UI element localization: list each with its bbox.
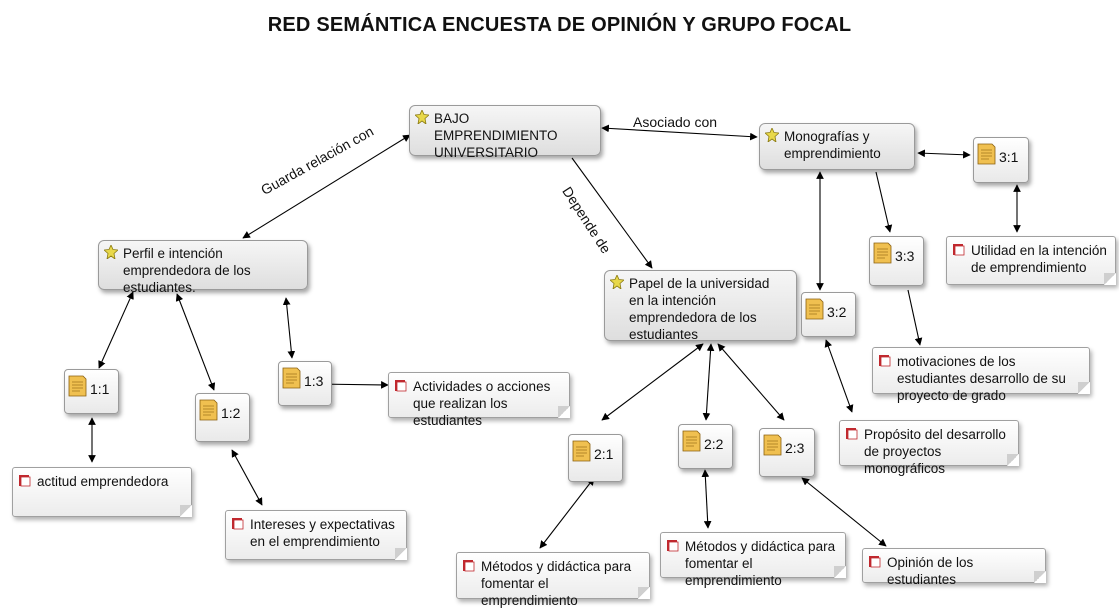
- document-2-1[interactable]: 2:1: [568, 434, 623, 482]
- code-label: BAJO EMPRENDIMIENTO UNIVERSITARIO: [434, 111, 558, 160]
- quote-label: motivaciones de los estudiantes desarrol…: [897, 354, 1066, 403]
- link-bajo-perfil: [242, 134, 411, 239]
- document-icon: [572, 440, 591, 462]
- code-label: Monografías y emprendimiento: [784, 129, 881, 161]
- link-d22-metodos2: [701, 469, 712, 529]
- document-2-2[interactable]: 2:2: [678, 424, 733, 469]
- document-1-1[interactable]: 1:1: [64, 369, 119, 414]
- document-icon: [282, 367, 301, 389]
- quote-opinion[interactable]: Opinión de los estudiantes: [862, 548, 1046, 587]
- code-monografias[interactable]: Monografías y emprendimiento: [759, 123, 915, 170]
- quote-actitud[interactable]: actitud emprendedora: [12, 467, 192, 517]
- link-d32-proposito: [824, 339, 854, 413]
- relation-label-asociado: Asociado con: [633, 114, 718, 130]
- quote-label: Intereses y expectativas en el emprendim…: [250, 517, 395, 549]
- document-1-3[interactable]: 1:3: [278, 361, 332, 406]
- quote-icon: [232, 518, 244, 530]
- quote-icon: [667, 540, 679, 552]
- quote-icon: [869, 556, 881, 568]
- link-d33-motivaciones: [907, 289, 923, 346]
- link-perfil-d13: [282, 297, 296, 359]
- document-label: 1:1: [90, 381, 110, 397]
- quote-icon: [463, 560, 475, 572]
- document-icon: [805, 298, 824, 320]
- quote-icon: [846, 428, 858, 440]
- document-label: 3:2: [827, 304, 847, 320]
- code-bajo-emprendimiento[interactable]: BAJO EMPRENDIMIENTO UNIVERSITARIO: [409, 105, 601, 160]
- diagram-title: RED SEMÁNTICA ENCUESTA DE OPINIÓN Y GRUP…: [267, 14, 852, 36]
- link-d21-metodos1: [539, 477, 595, 549]
- quote-icon: [879, 355, 891, 367]
- quote-label: Actividades o acciones que realizan los …: [413, 379, 551, 428]
- link-perfil-d11: [98, 291, 134, 369]
- code-papel[interactable]: Papel de la universidad en la intención …: [604, 270, 797, 342]
- document-icon: [873, 242, 892, 264]
- document-1-2[interactable]: 1:2: [195, 393, 250, 442]
- code-star-icon: [104, 245, 118, 259]
- document-label: 3:3: [895, 248, 915, 264]
- quote-actividades[interactable]: Actividades o acciones que realizan los …: [388, 372, 570, 428]
- quote-label: Utilidad en la intención de emprendimien…: [971, 243, 1107, 275]
- code-star-icon: [415, 110, 429, 124]
- document-label: 2:3: [785, 440, 805, 456]
- link-perfil-d12: [175, 293, 216, 391]
- document-2-3[interactable]: 2:3: [759, 428, 815, 477]
- quote-label: Opinión de los estudiantes: [887, 555, 974, 587]
- quote-label: actitud emprendedora: [37, 474, 169, 489]
- document-icon: [763, 434, 782, 456]
- quote-label: Propósito del desarrollo de proyectos mo…: [864, 427, 1006, 476]
- document-label: 1:2: [221, 405, 241, 421]
- code-label: Papel de la universidad en la intención …: [629, 276, 770, 342]
- link-bajo-papel: [571, 157, 653, 269]
- link-d23-opinion: [801, 477, 887, 547]
- quote-metodos-2[interactable]: Métodos y didáctica para fomentar el emp…: [660, 532, 846, 588]
- document-3-1[interactable]: 3:1: [973, 137, 1029, 183]
- quote-intereses[interactable]: Intereses y expectativas en el emprendim…: [225, 510, 407, 560]
- link-d12-intereses: [231, 449, 263, 506]
- code-star-icon: [765, 128, 779, 142]
- document-3-2[interactable]: 3:2: [801, 292, 856, 337]
- document-label: 2:2: [704, 436, 724, 452]
- quote-icon: [395, 380, 407, 392]
- code-perfil[interactable]: Perfil e intención emprendedora de los e…: [98, 240, 308, 295]
- link-bajo-mono: [601, 124, 758, 141]
- quote-icon: [19, 475, 31, 487]
- quote-motivaciones[interactable]: motivaciones de los estudiantes desarrol…: [872, 347, 1090, 403]
- quote-proposito[interactable]: Propósito del desarrollo de proyectos mo…: [839, 420, 1019, 476]
- document-label: 3:1: [999, 149, 1019, 165]
- quote-label: Métodos y didáctica para fomentar el emp…: [685, 539, 836, 588]
- document-label: 1:3: [304, 373, 324, 389]
- document-icon: [977, 143, 996, 165]
- document-icon: [682, 430, 701, 452]
- quote-icon: [953, 244, 965, 256]
- code-star-icon: [610, 275, 624, 289]
- link-papel-d22: [702, 343, 715, 421]
- quote-utilidad[interactable]: Utilidad en la intención de emprendimien…: [946, 236, 1116, 285]
- document-3-3[interactable]: 3:3: [869, 236, 924, 286]
- link-papel-d23: [717, 343, 785, 421]
- link-papel-d21: [601, 343, 704, 421]
- document-icon: [199, 399, 218, 421]
- link-mono-d31: [917, 149, 971, 159]
- link-mono-d33: [875, 171, 893, 233]
- code-label: Perfil e intención emprendedora de los e…: [123, 246, 251, 295]
- document-icon: [68, 375, 87, 397]
- quote-metodos-1[interactable]: Métodos y didáctica para fomentar el emp…: [456, 552, 650, 608]
- document-label: 2:1: [594, 446, 614, 462]
